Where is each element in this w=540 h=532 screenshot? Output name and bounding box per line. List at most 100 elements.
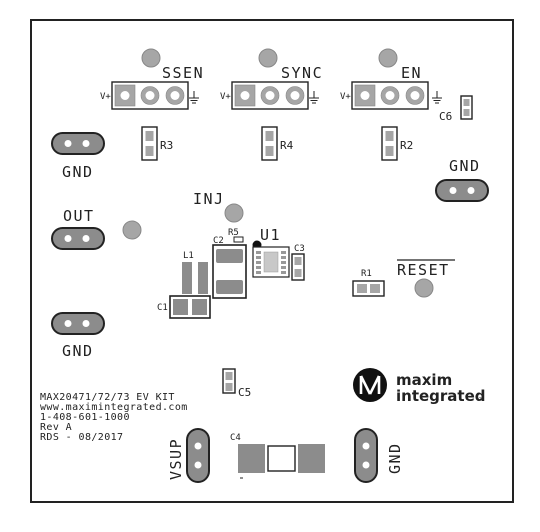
r4-pad-top xyxy=(265,131,274,141)
c6-capacitor[interactable]: C6 xyxy=(439,95,473,123)
c4-body xyxy=(267,445,296,472)
inj-label: INJ xyxy=(193,190,225,208)
c5-capacitor[interactable]: C5 xyxy=(222,368,251,399)
c3-label: C3 xyxy=(294,244,305,254)
terminal-hole xyxy=(449,187,457,194)
out-label: OUT xyxy=(63,207,95,225)
r4-jumper[interactable]: R4 xyxy=(261,126,294,161)
kit-info-line: MAX20471/72/73 EV KIT xyxy=(40,392,175,403)
logo-integrated-text: integrated xyxy=(396,387,486,405)
out-terminal[interactable]: OUT xyxy=(51,207,105,250)
sync-vplus-label: V+ xyxy=(220,92,231,102)
reset-testpoint[interactable] xyxy=(414,278,434,298)
kit-info-line: 1-408-601-1000 xyxy=(40,412,130,423)
r5-label: R5 xyxy=(228,228,239,238)
en-pin3-hole xyxy=(410,91,420,100)
terminal-hole xyxy=(64,140,72,147)
ground-symbol-icon xyxy=(432,91,442,104)
en-mount-pad xyxy=(378,48,398,68)
r3-jumper[interactable]: R3 xyxy=(141,126,173,161)
u1-pin xyxy=(281,266,286,269)
r3-pad-top xyxy=(145,131,154,141)
terminal-body xyxy=(51,132,105,155)
sync-pin2-hole xyxy=(265,91,275,100)
logo-tm-text: TM xyxy=(479,397,484,402)
r4-label: R4 xyxy=(280,139,294,152)
inj-testpoint[interactable] xyxy=(224,203,244,223)
c3-capacitor[interactable]: C3 xyxy=(291,244,305,281)
ssen-vplus-label: V+ xyxy=(100,92,111,102)
terminal-hole xyxy=(82,140,90,147)
terminal-hole xyxy=(362,461,370,469)
gnd-terminal-left-bottom[interactable]: GND xyxy=(51,312,105,360)
vsup-terminal[interactable]: VSUP xyxy=(167,428,210,483)
terminal-body xyxy=(354,428,378,483)
ssen-header[interactable]: SSEN V+ xyxy=(100,48,204,110)
c2-capacitor[interactable] xyxy=(212,244,247,299)
ssen-pin1-hole xyxy=(120,91,130,100)
en-header[interactable]: EN V+ xyxy=(340,48,442,110)
r1-pad-right xyxy=(370,284,380,293)
logo-maxim-text: maxim xyxy=(396,371,452,389)
r4-pad-bottom xyxy=(265,146,274,156)
gnd-terminal-bottom[interactable]: GND xyxy=(354,428,404,483)
gnd-terminal-right[interactable]: GND xyxy=(435,157,489,202)
u1-pin xyxy=(281,271,286,274)
r2-label: R2 xyxy=(400,139,413,152)
r2-pad-top xyxy=(385,131,394,141)
u1-pin xyxy=(256,261,261,264)
en-vplus-label: V+ xyxy=(340,92,351,102)
terminal-hole xyxy=(194,442,202,450)
kit-info-line: www.maximintegrated.com xyxy=(40,402,188,413)
c4-capacitor[interactable]: C4 xyxy=(230,433,325,479)
sync-pin1-hole xyxy=(240,91,250,100)
vsup-label: VSUP xyxy=(167,438,185,480)
l1-pad-left xyxy=(182,262,192,294)
kit-info-line: RDS - 08/2017 xyxy=(40,432,123,443)
r2-jumper[interactable]: R2 xyxy=(381,126,413,161)
terminal-hole xyxy=(362,442,370,450)
u1-pin xyxy=(256,266,261,269)
terminal-body xyxy=(51,312,105,335)
c1-pad-right xyxy=(192,299,207,315)
r1-resistor[interactable]: R1 xyxy=(352,269,385,297)
c3-pad-top xyxy=(294,257,302,265)
out-testpoint[interactable] xyxy=(122,220,142,240)
ground-symbol-icon xyxy=(189,91,199,104)
ground-symbol-icon xyxy=(309,91,319,104)
en-pin1-hole xyxy=(360,91,370,100)
c6-pad-top xyxy=(463,99,470,106)
gnd-terminal-left-top[interactable]: GND xyxy=(51,132,105,181)
terminal-hole xyxy=(64,320,72,327)
r2-pad-bottom xyxy=(385,146,394,156)
terminal-hole xyxy=(82,320,90,327)
sync-mount-pad xyxy=(258,48,278,68)
maxim-logo-icon xyxy=(353,368,387,402)
terminal-body xyxy=(435,179,489,202)
u1-ic[interactable] xyxy=(252,246,290,278)
c2-label: C2 xyxy=(213,236,224,246)
u1-pin xyxy=(281,261,286,264)
c6-pad-bottom xyxy=(463,109,470,116)
c5-label: C5 xyxy=(238,386,251,399)
r3-label: R3 xyxy=(160,139,173,152)
reset-label: RESET xyxy=(397,261,450,279)
c1-label: C1 xyxy=(157,303,168,313)
l1-pad-right xyxy=(198,262,208,294)
board-outline xyxy=(30,19,514,503)
sync-header[interactable]: SYNC V+ xyxy=(220,48,323,110)
kit-info-line: Rev A xyxy=(40,422,72,433)
ssen-pin2-hole xyxy=(145,91,155,100)
terminal-body xyxy=(51,227,105,250)
gnd-label: GND xyxy=(62,163,94,181)
sync-pin3-hole xyxy=(290,91,300,100)
terminal-hole xyxy=(194,461,202,469)
terminal-hole xyxy=(82,235,90,242)
c6-label: C6 xyxy=(439,110,452,123)
r5-resistor[interactable] xyxy=(233,236,244,243)
u1-pin xyxy=(281,256,286,259)
c1-capacitor[interactable]: C1 xyxy=(157,295,211,319)
l1-inductor[interactable]: L1 xyxy=(182,251,208,294)
en-label: EN xyxy=(401,64,422,82)
c4-pad-left xyxy=(238,444,265,473)
